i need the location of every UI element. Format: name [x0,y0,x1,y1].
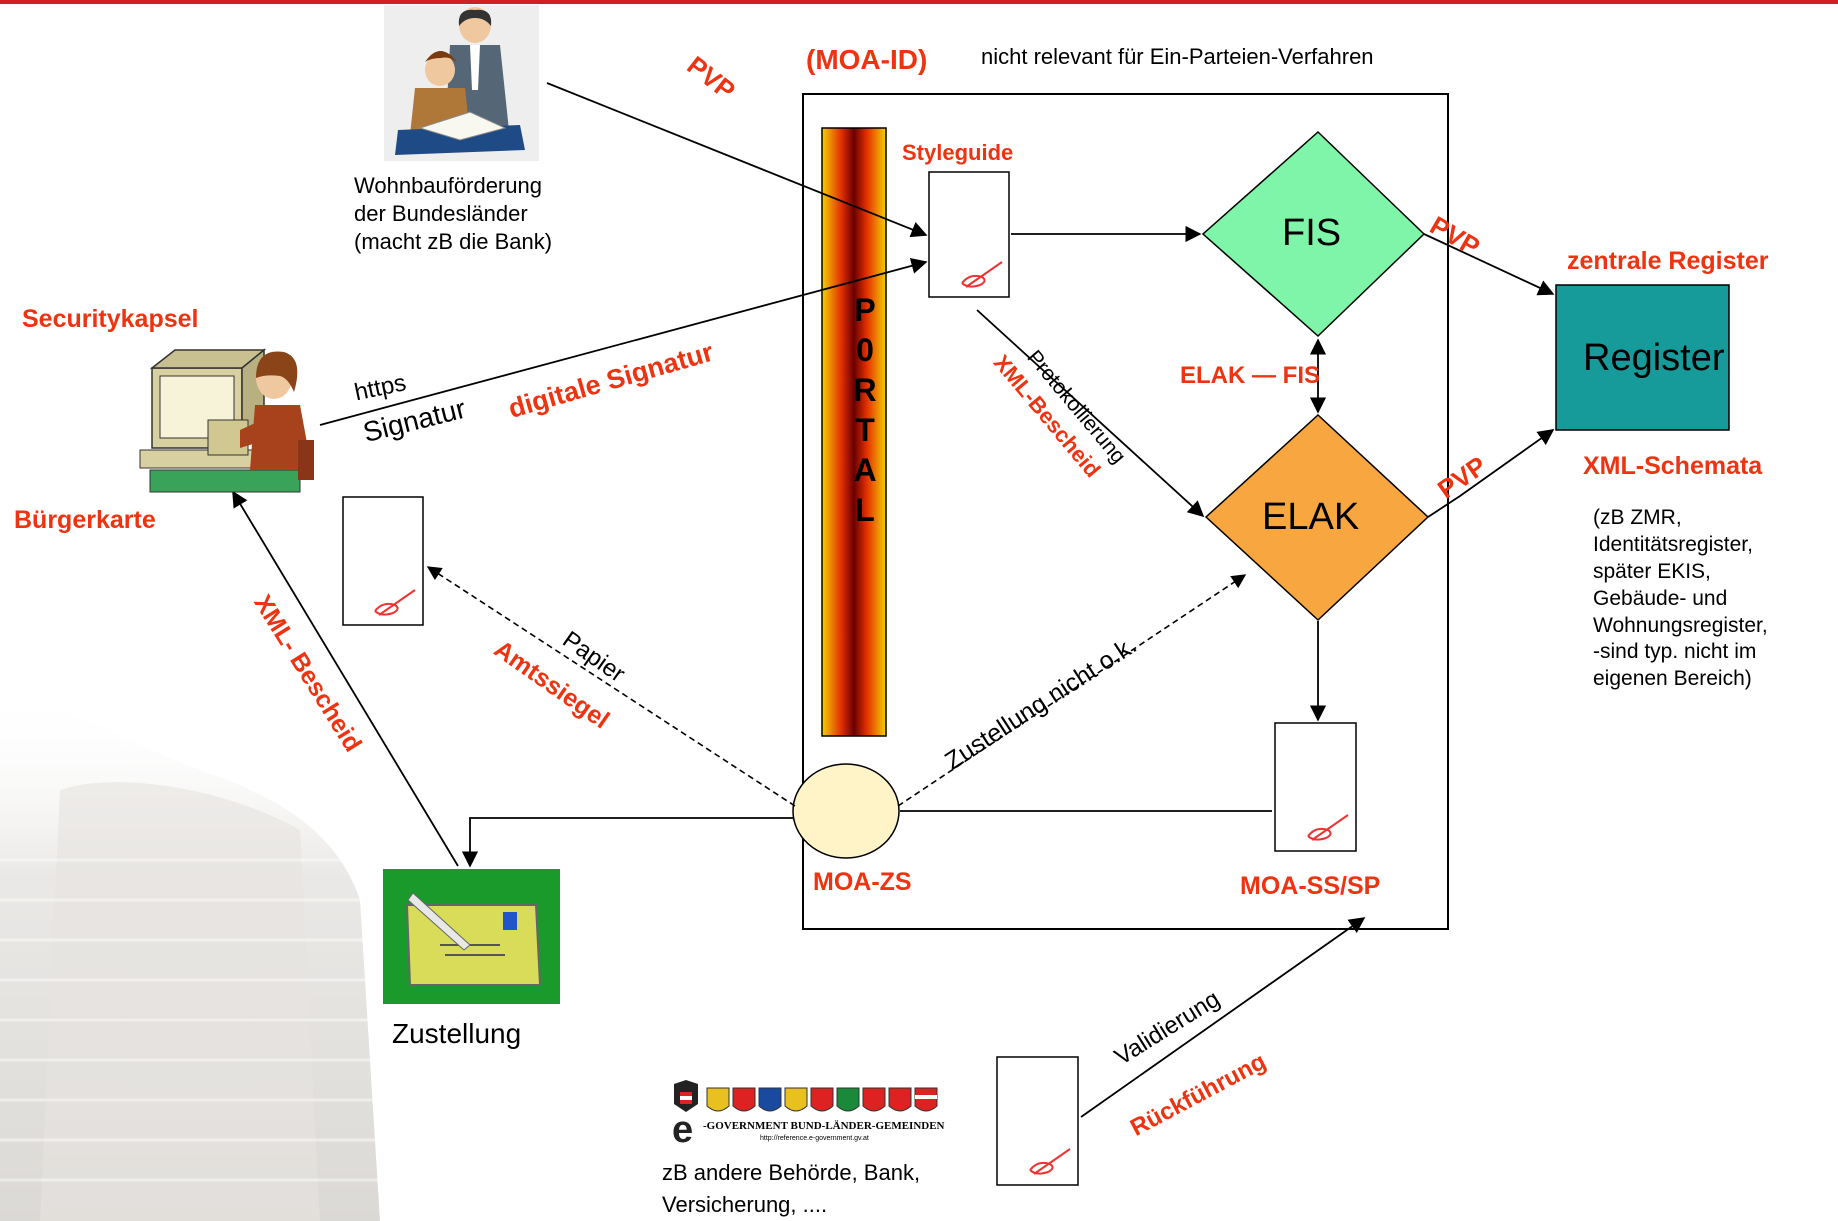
elak-diamond[interactable] [1204,413,1430,622]
arrow-moa-zs-to-zustellung [461,817,793,868]
arrow-elak-to-register [1427,429,1555,518]
portal-letter: L [855,492,875,528]
moa-id-label: (MOA-ID) [806,44,928,75]
portal-letters: P 0 R T A L [850,290,880,530]
egov-e-letter: e [672,1109,693,1151]
signed-document-icon [1274,722,1357,852]
elak-fis-label: ELAK — FIS [1180,362,1321,389]
arrow-rueckfuehrung-to-moa-ss [1080,917,1366,1118]
portal-letter: A [853,452,877,488]
elak-label: ELAK [1262,496,1360,538]
moa-zs-label: MOA-ZS [813,868,912,896]
arrow-wohnbau-to-styleguide [546,82,928,238]
portal-container [802,93,1449,930]
egov-url-label: http://reference.e-government.gv.at [760,1135,869,1142]
zentrale-register-label: zentrale Register [1567,247,1769,275]
portal-letter: 0 [856,332,874,368]
portal-bar [821,127,887,737]
styleguide-label: Styleguide [902,140,1014,165]
arrow-moa-zs-to-papier [426,566,796,807]
zustellung-label: Zustellung [392,1018,522,1049]
arrow-signatur-to-styleguide [319,257,928,426]
signed-document-icon [342,496,424,626]
top-bar [0,0,1838,4]
portal-letter: R [853,372,877,408]
moa-ss-sp-label: MOA-SS/SP [1240,872,1381,900]
wohnbau-label: Wohnbauförderung der Bundesländer (macht… [354,173,553,255]
register-label: Register [1583,337,1725,379]
fis-label: FIS [1282,212,1342,254]
egov-crests-icon: e [663,1073,973,1151]
moa-zs-ellipse[interactable] [792,763,900,859]
people-clipart-icon [384,5,539,161]
arrow-zustellung-to-buerger [232,490,459,867]
securitykapsel-label: Securitykapsel [22,305,199,333]
nicht-relevant-label: nicht relevant für Ein-Parteien-Verfahre… [981,44,1374,69]
portal-letter: P [854,292,876,328]
fis-diamond[interactable] [1201,130,1426,338]
egov-banner-label: -GOVERNMENT BUND-LÄNDER-GEMEINDEN [703,1120,945,1132]
xml-schemata-label: XML-Schemata [1583,452,1763,480]
envelope-icon [405,892,542,986]
register-note-label: (zB ZMR, Identitätsregister, später EKIS… [1593,506,1768,691]
buergerkarte-label: Bürgerkarte [14,506,156,534]
register-box[interactable] [1555,284,1730,431]
portal-letter: T [855,412,875,448]
andere-behoerde-label: zB andere Behörde, Bank, Versicherung, .… [662,1160,921,1217]
signed-document-icon [928,171,1010,298]
citizen-computer-icon [139,348,314,493]
arrow-fis-to-register [1423,233,1555,296]
arrow-styleguide-to-elak [976,309,1205,518]
signed-document-icon [996,1056,1079,1186]
crest-row [706,1087,938,1112]
